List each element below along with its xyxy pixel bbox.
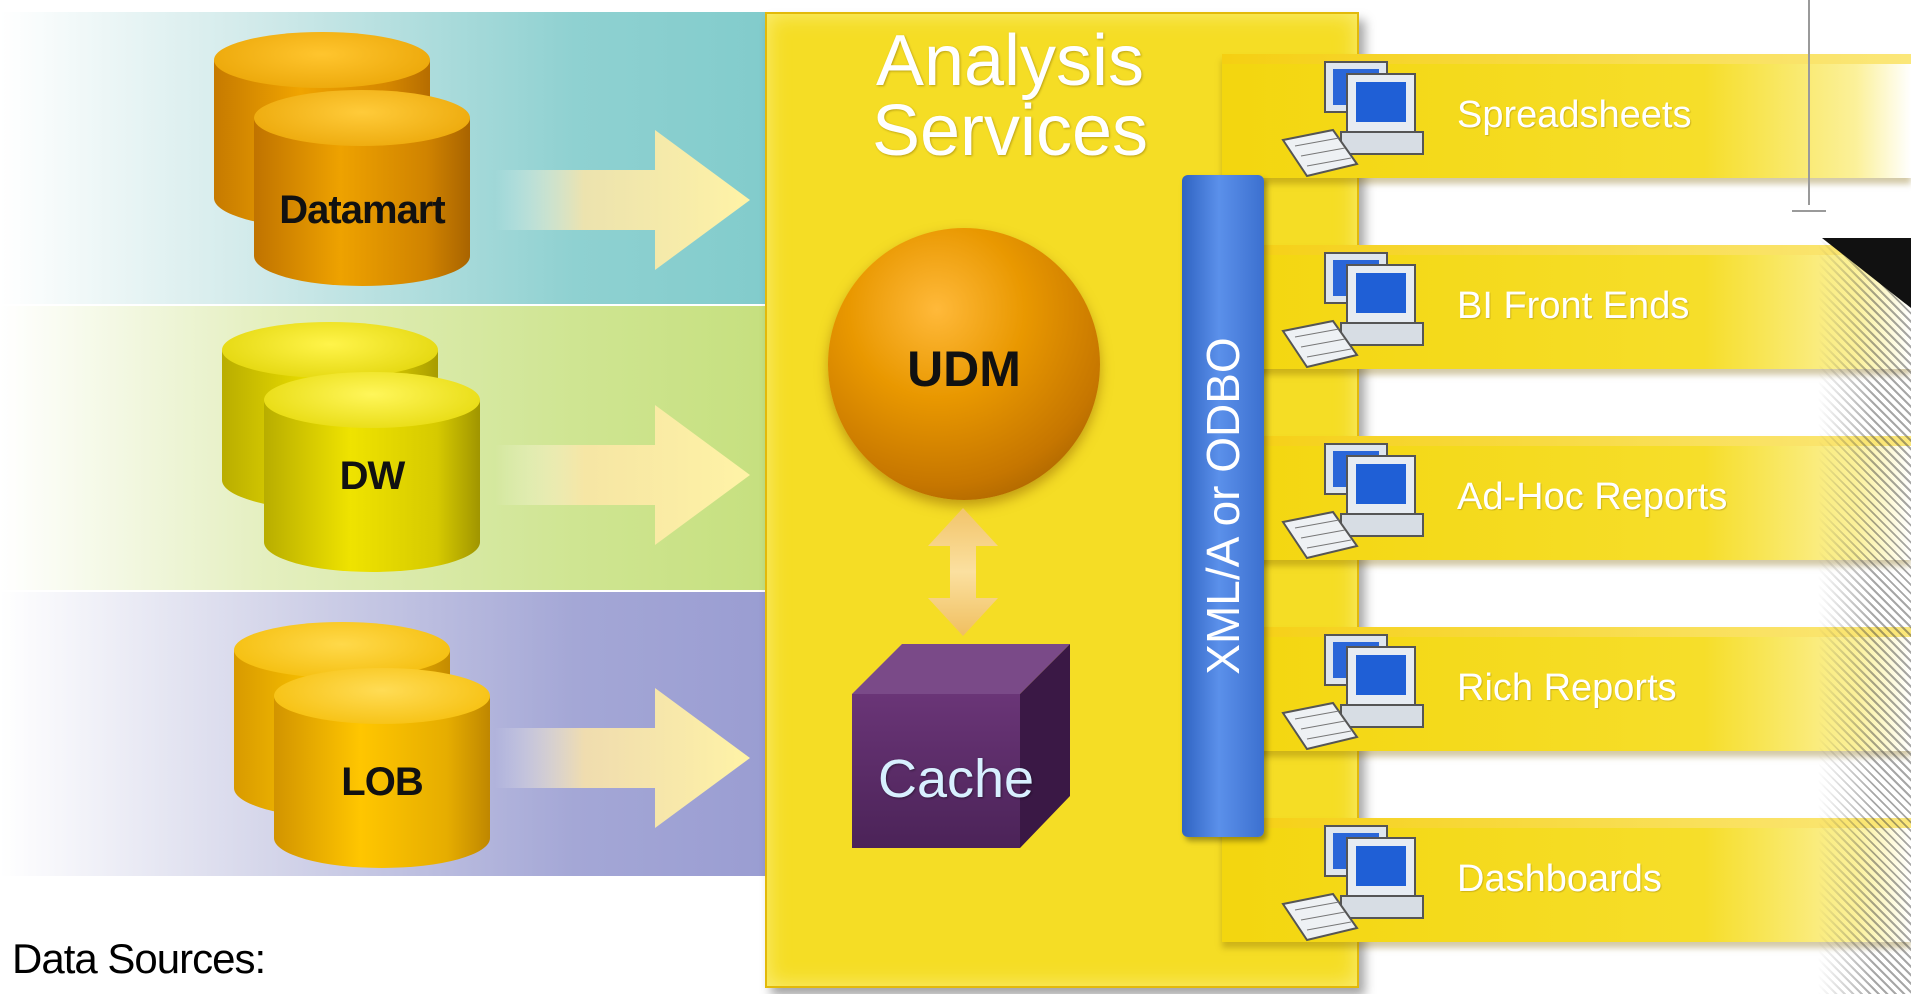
lob-label: LOB [341, 760, 423, 804]
data-sources-caption: Data Sources: [12, 935, 266, 982]
dw-arrow [495, 405, 750, 545]
dw-label: DW [339, 454, 406, 498]
workstation-icon [1281, 443, 1424, 560]
udm-sphere [828, 228, 1100, 500]
client-row-ad-hoc-reports: Ad-Hoc Reports [1222, 418, 1911, 578]
datamart-cylinder: Datamart [254, 90, 470, 286]
workstation-icon [1281, 252, 1424, 369]
guide-line-vertical [1808, 0, 1810, 205]
datamart-label: Datamart [279, 188, 445, 232]
udm-label: UDM [907, 341, 1021, 397]
cache-cube [852, 644, 1070, 848]
udm-cache-double-arrow [928, 508, 998, 636]
workstation-icon [1281, 61, 1424, 178]
client-row-bi-front-ends: BI Front Ends [1222, 227, 1911, 387]
client-label-ad-hoc-reports: Ad-Hoc Reports [1457, 476, 1728, 518]
lob-arrow [495, 688, 750, 828]
corner-triangle [1822, 238, 1911, 308]
xmla-odbo-bar [1182, 175, 1264, 837]
analysis-services-title: Analysis Services [871, 21, 1149, 171]
dw-cylinder: DW [264, 372, 480, 572]
client-label-rich-reports: Rich Reports [1457, 667, 1677, 709]
datamart-arrow [495, 130, 750, 270]
client-label-bi-front-ends: BI Front Ends [1457, 285, 1690, 327]
workstation-icon [1281, 634, 1424, 751]
client-row-spreadsheets: Spreadsheets [1222, 36, 1911, 196]
client-label-spreadsheets: Spreadsheets [1457, 94, 1692, 136]
client-row-rich-reports: Rich Reports [1222, 609, 1911, 769]
lob-cylinder: LOB [274, 668, 490, 868]
xmla-odbo-label: XML/A or ODBO [1197, 337, 1249, 675]
guide-line-horizontal [1792, 210, 1826, 212]
hatched-edge [1818, 240, 1911, 994]
client-row-dashboards: Dashboards [1222, 800, 1911, 960]
workstation-icon [1281, 825, 1424, 942]
cache-label: Cache [877, 749, 1035, 809]
client-label-dashboards: Dashboards [1457, 858, 1662, 900]
